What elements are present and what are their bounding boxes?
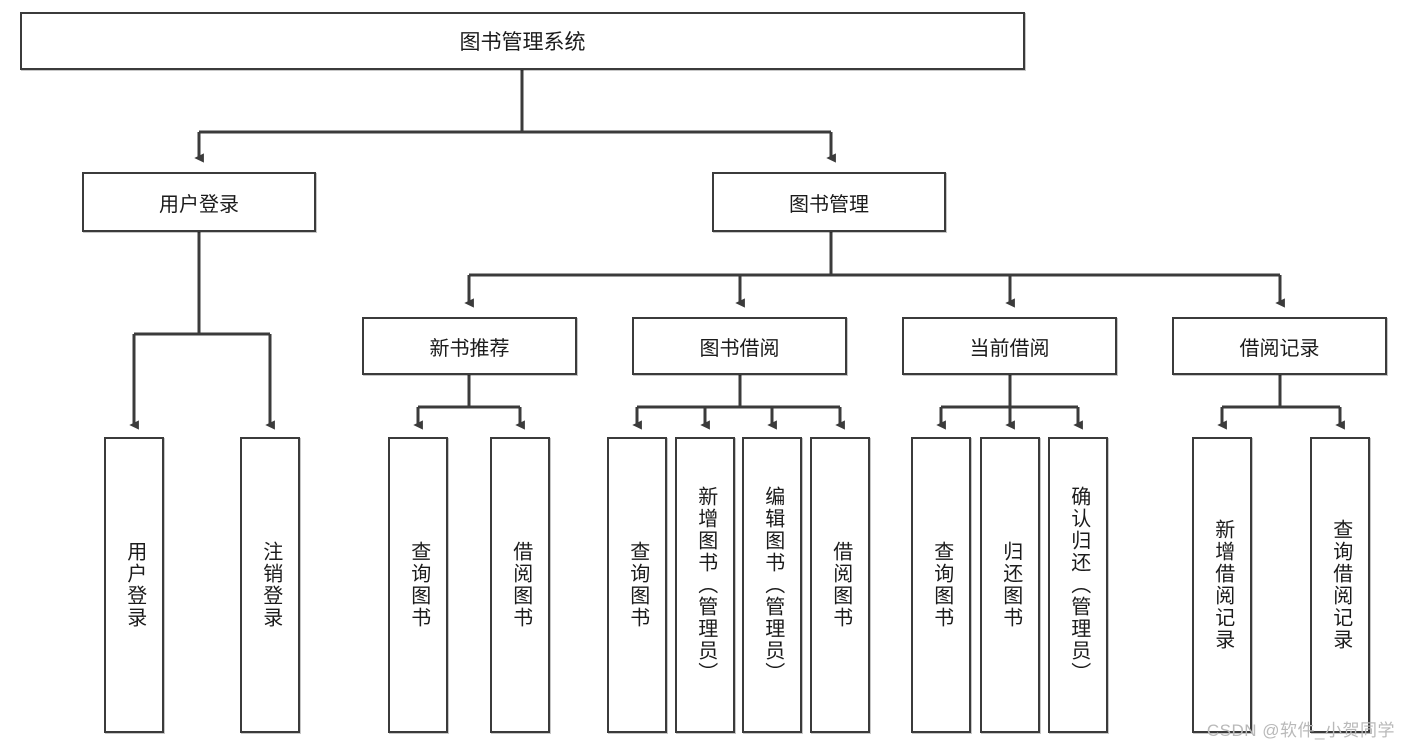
node-book-borrow-label: 图书借阅 bbox=[699, 337, 780, 360]
node-leaf-query-book-2-label: 查询图书 bbox=[626, 541, 649, 629]
node-leaf-confirm-return-admin-label: 确认归还（管理员） bbox=[1067, 486, 1090, 684]
node-new-book-rec-label: 新书推荐 bbox=[429, 337, 510, 360]
node-leaf-borrow-book-2-label: 借阅图书 bbox=[829, 541, 852, 629]
node-book-manage[interactable]: 图书管理 bbox=[712, 172, 946, 232]
node-root[interactable]: 图书管理系统 bbox=[20, 12, 1025, 70]
node-leaf-add-borrow-record-label: 新增借阅记录 bbox=[1211, 519, 1234, 651]
node-leaf-edit-book-admin[interactable]: 编辑图书（管理员） bbox=[742, 437, 802, 733]
node-leaf-logout-label: 注销登录 bbox=[259, 541, 282, 629]
node-leaf-borrow-book-2[interactable]: 借阅图书 bbox=[810, 437, 870, 733]
node-book-borrow[interactable]: 图书借阅 bbox=[632, 317, 847, 375]
node-current-borrow[interactable]: 当前借阅 bbox=[902, 317, 1117, 375]
node-leaf-return-book-label: 归还图书 bbox=[999, 541, 1022, 629]
node-leaf-query-book-2[interactable]: 查询图书 bbox=[607, 437, 667, 733]
node-borrow-record-label: 借阅记录 bbox=[1239, 337, 1320, 360]
node-leaf-logout[interactable]: 注销登录 bbox=[240, 437, 300, 733]
node-leaf-add-book-admin[interactable]: 新增图书（管理员） bbox=[675, 437, 735, 733]
node-new-book-rec[interactable]: 新书推荐 bbox=[362, 317, 577, 375]
node-root-label: 图书管理系统 bbox=[459, 31, 586, 54]
node-leaf-query-book-3-label: 查询图书 bbox=[930, 541, 953, 629]
node-leaf-query-borrow-record-label: 查询借阅记录 bbox=[1329, 519, 1352, 651]
node-leaf-return-book[interactable]: 归还图书 bbox=[980, 437, 1040, 733]
node-book-manage-label: 图书管理 bbox=[789, 193, 869, 216]
node-leaf-confirm-return-admin[interactable]: 确认归还（管理员） bbox=[1048, 437, 1108, 733]
node-leaf-query-book-1-label: 查询图书 bbox=[407, 541, 430, 629]
node-user-login-label: 用户登录 bbox=[159, 193, 239, 216]
node-leaf-edit-book-admin-label: 编辑图书（管理员） bbox=[761, 486, 784, 684]
node-current-borrow-label: 当前借阅 bbox=[969, 337, 1050, 360]
node-leaf-query-book-1[interactable]: 查询图书 bbox=[388, 437, 448, 733]
node-leaf-borrow-book-1[interactable]: 借阅图书 bbox=[490, 437, 550, 733]
node-user-login[interactable]: 用户登录 bbox=[82, 172, 316, 232]
node-borrow-record[interactable]: 借阅记录 bbox=[1172, 317, 1387, 375]
node-leaf-borrow-book-1-label: 借阅图书 bbox=[509, 541, 532, 629]
node-leaf-add-borrow-record[interactable]: 新增借阅记录 bbox=[1192, 437, 1252, 733]
node-leaf-query-book-3[interactable]: 查询图书 bbox=[911, 437, 971, 733]
node-leaf-add-book-admin-label: 新增图书（管理员） bbox=[694, 486, 717, 684]
node-leaf-user-login-label: 用户登录 bbox=[123, 541, 146, 629]
node-leaf-query-borrow-record[interactable]: 查询借阅记录 bbox=[1310, 437, 1370, 733]
node-leaf-user-login[interactable]: 用户登录 bbox=[104, 437, 164, 733]
